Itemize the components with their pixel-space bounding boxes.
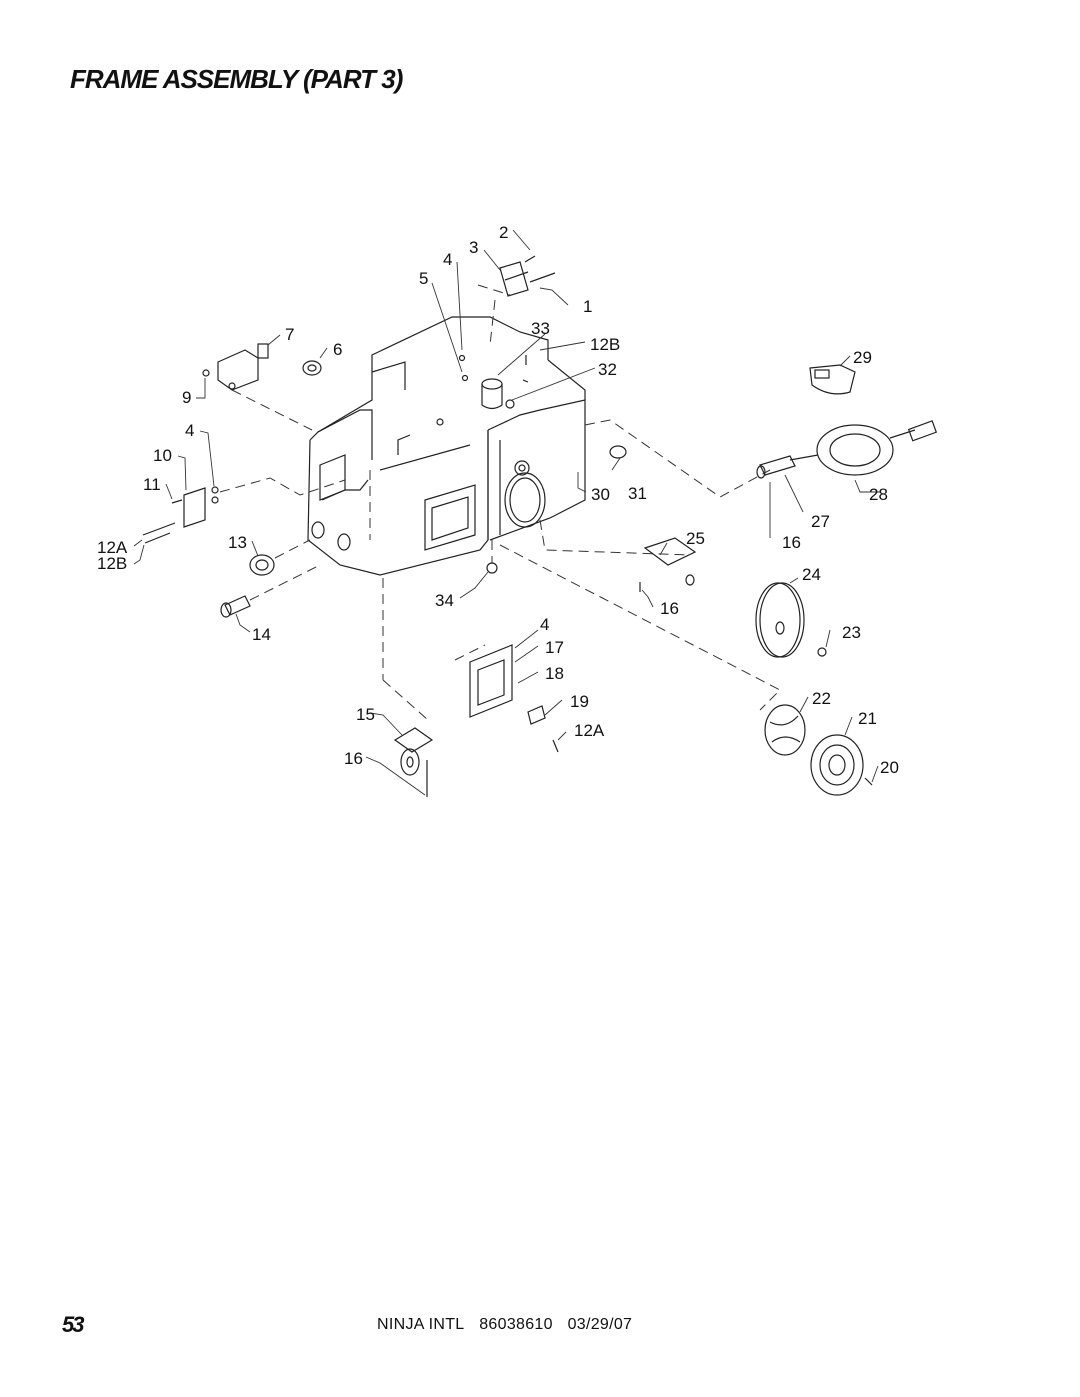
- callout-7: 7: [285, 325, 294, 344]
- callout-1: 1: [583, 297, 592, 316]
- frame-housing: [307, 316, 586, 576]
- callout-16-hose: 16: [782, 533, 801, 552]
- callout-27: 27: [811, 512, 830, 531]
- callout-12a-left: 12A: [97, 538, 128, 557]
- callout-19: 19: [570, 692, 589, 711]
- left-side-parts: [142, 343, 346, 618]
- top-bracket-parts: [458, 255, 556, 383]
- callout-15: 15: [356, 705, 375, 724]
- callout-2: 2: [499, 223, 508, 242]
- doc-date: 03/29/07: [567, 1316, 633, 1333]
- control-panel: [454, 540, 559, 753]
- callout-25: 25: [686, 529, 705, 548]
- callout-12b-left: 12B: [97, 554, 127, 573]
- callout-11: 11: [143, 475, 161, 494]
- callout-34: 34: [435, 591, 454, 610]
- callout-13: 13: [228, 533, 247, 552]
- page-number: 53: [62, 1312, 85, 1337]
- callout-4-panel: 4: [540, 615, 549, 634]
- callout-33: 33: [531, 319, 550, 338]
- callout-24: 24: [802, 565, 821, 584]
- callout-6: 6: [333, 340, 342, 359]
- callout-12b-top: 12B: [590, 335, 620, 354]
- callout-20: 20: [880, 758, 899, 777]
- callout-3: 3: [469, 238, 478, 257]
- callout-5: 5: [419, 269, 428, 288]
- callout-labels: 2 3 4 5 1 33 12B 32 29 7 6 9 4 10 11 12A…: [97, 223, 899, 777]
- callout-30: 30: [591, 485, 610, 504]
- callout-23: 23: [842, 623, 861, 642]
- callout-4-left: 4: [185, 421, 194, 440]
- callout-10: 10: [153, 446, 172, 465]
- callout-17: 17: [545, 638, 564, 657]
- leader-lines: [133, 229, 880, 796]
- callout-32: 32: [598, 360, 617, 379]
- doc-number: 86038610: [479, 1316, 553, 1333]
- callout-18: 18: [545, 664, 564, 683]
- callout-16-caster: 16: [344, 749, 363, 768]
- callout-22: 22: [812, 689, 831, 708]
- callout-29: 29: [853, 348, 872, 367]
- callout-31: 31: [628, 484, 647, 503]
- right-side-parts: [499, 364, 938, 796]
- callout-4: 4: [443, 250, 452, 269]
- doc-name: NINJA INTL: [377, 1316, 465, 1333]
- callout-21: 21: [858, 709, 877, 728]
- callout-14: 14: [252, 625, 271, 644]
- caster-assembly: [382, 578, 434, 797]
- page-title: FRAME ASSEMBLY (PART 3): [70, 64, 403, 94]
- callout-12a-bottom: 12A: [574, 721, 605, 740]
- callout-9: 9: [182, 388, 191, 407]
- callout-16-plate: 16: [660, 599, 679, 618]
- document-footer: NINJA INTL 86038610 03/29/07: [377, 1316, 642, 1334]
- callout-28: 28: [869, 485, 888, 504]
